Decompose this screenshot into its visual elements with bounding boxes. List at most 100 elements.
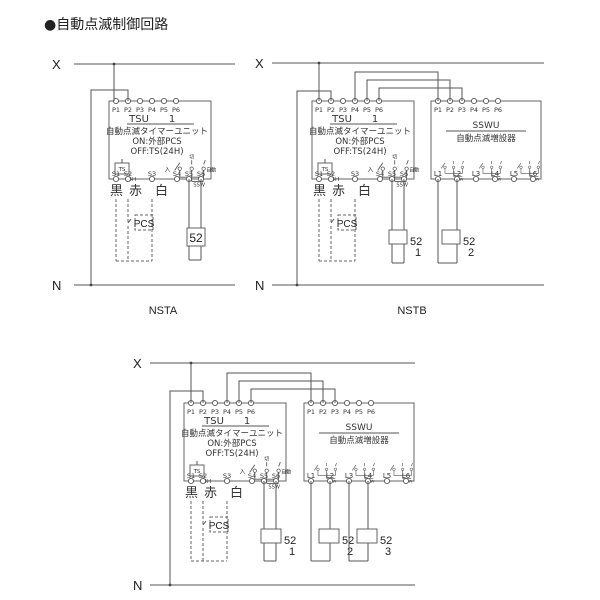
sswub-terminal-label-P4: P4 (470, 106, 478, 114)
sswub-terminal-L6 (529, 175, 537, 183)
ssw-contact (380, 166, 385, 171)
tsuc-on-condition: ON:外部PCS (207, 438, 256, 449)
sswuc-terminal-label-L2: L2 (326, 472, 334, 480)
sswuc-terminal-P6 (367, 399, 375, 407)
tsua-terminal-label-P5: P5 (160, 106, 168, 114)
tsua-terminal-label-S1: S1 (112, 170, 120, 178)
nstb-contactor-2-coil (441, 229, 461, 245)
third-contactor-3-label: 52 (380, 535, 392, 547)
tsua-terminal-label-S2: S2 (124, 170, 132, 178)
ssw-contact (519, 165, 523, 169)
nstb-pcs-box (337, 214, 357, 231)
nstb-link-p4-p1 (354, 71, 439, 101)
tsua-name: TSU (128, 114, 149, 125)
nstb-bus-x-label: X (255, 56, 264, 71)
tsua-terminal-S3 (148, 175, 156, 183)
sswub-terminal-P5 (482, 97, 490, 105)
tsub-terminal-label-S2: S2 (327, 170, 335, 178)
ssw-contact (316, 467, 320, 471)
tsuc-terminal-label-P6: P6 (247, 408, 255, 416)
ssw-contact (490, 165, 494, 169)
sswuc-terminal-label-P1: P1 (307, 408, 315, 416)
ssw-blade (500, 160, 502, 165)
third-link-p6-p3 (250, 388, 336, 403)
sswuc-unit-box (303, 402, 415, 482)
tsuc-ts-label: TS (193, 469, 201, 475)
tsua-terminal-label-P1: P1 (112, 106, 120, 114)
sswub-terminal-L5 (510, 175, 518, 183)
tsuc-terminal-label-S5: S5 (260, 472, 268, 480)
third-pcs-contact (202, 520, 207, 526)
sswub-terminal-label-P1: P1 (434, 106, 442, 114)
third-contactor-1-number: 1 (289, 546, 295, 558)
tsua-terminal-label-P3: P3 (136, 106, 144, 114)
sswuc-terminal-label-P3: P3 (331, 408, 339, 416)
sswuc-terminal-label-P2: P2 (319, 408, 327, 416)
sswub-terminal-label-P2: P2 (446, 106, 454, 114)
nstb-contactor-2-number: 2 (468, 247, 474, 259)
sswub-terminal-label-L3: L3 (472, 170, 480, 178)
third-pcs-label: PCS (209, 521, 230, 532)
tsua-description: 自動点滅タイマーユニット (106, 126, 208, 137)
ssw-contact (528, 165, 532, 169)
tsua-terminal-P4 (148, 97, 156, 105)
tsuc-terminal-label-P5: P5 (235, 408, 243, 416)
ssw-label: SSW (193, 183, 205, 189)
tsuc-terminal-S1 (187, 477, 195, 485)
sswuc-terminal-P4 (343, 399, 351, 407)
tsub-ts-label: TS (321, 167, 329, 173)
tsuc-terminal-S2 (199, 477, 207, 485)
third-pcs-box (209, 516, 229, 533)
ssw-contact (409, 467, 413, 471)
tsua-terminal-S1 (112, 175, 120, 183)
nstb-link-p5-p2 (366, 79, 451, 101)
tsuc-terminal-label-S3: S3 (223, 472, 231, 480)
nstb-p2-to-n (296, 90, 332, 285)
sswub-name: SSWU (473, 121, 500, 131)
ssw-off-label: 切 (392, 154, 397, 161)
nstb-wire-black-label: 黒 (313, 184, 326, 199)
ssw-blade (278, 462, 281, 467)
tsua-terminal-S2 (124, 175, 132, 183)
third-link-p4-p1 (226, 372, 312, 403)
ssw-contact (363, 467, 367, 471)
ssw-blade (313, 464, 319, 471)
tsuc-terminal-P3 (211, 399, 219, 407)
third-contactor-1-label: 52 (284, 535, 296, 547)
ssw-blade (411, 462, 413, 467)
ssw-contact (392, 166, 397, 171)
ssw-in-label: 入 (164, 166, 170, 173)
nstb-contactor-1-number: 1 (415, 247, 421, 259)
tsuc-terminal-label-P3: P3 (211, 408, 219, 416)
sswub-terminal-label-L6: L6 (529, 170, 538, 178)
sswuc-terminal-label-L6: L6 (402, 472, 411, 480)
ssw-blade (174, 162, 181, 171)
ssw-off-label: 切 (264, 456, 269, 463)
tsuc-description: 自動点滅タイマーユニット (181, 428, 283, 439)
ssw-contact (371, 467, 375, 471)
ssw-blade (335, 462, 337, 467)
nstb-pcs-label: PCS (337, 219, 358, 230)
ssw-blade (538, 160, 540, 165)
ssw-contact (354, 467, 358, 471)
tsua-terminal-P6 (172, 97, 180, 105)
sswub-terminal-L4 (491, 175, 499, 183)
tsua-terminal-P1 (112, 97, 120, 105)
ssw-blade (478, 162, 484, 169)
tsua-terminal-P5 (160, 97, 168, 105)
tsua-terminal-label-P6: P6 (172, 106, 180, 114)
tsub-off-condition: OFF:TS(24H) (333, 147, 386, 157)
tsua-off-condition: OFF:TS(24H) (130, 147, 183, 157)
tsua-terminal-S4 (173, 175, 181, 183)
sswuc-terminal-L5 (383, 477, 391, 485)
sswuc-terminal-label-P4: P4 (343, 408, 351, 416)
ssw-contact (177, 166, 182, 171)
nstb-junction (317, 61, 321, 65)
ssw-contact (498, 165, 502, 169)
tsub-terminal-label-P3: P3 (339, 106, 347, 114)
ssw-blade (373, 462, 375, 467)
nsta-caption: NSTA (149, 305, 178, 317)
tsua-terminal-label-P4: P4 (148, 106, 156, 114)
